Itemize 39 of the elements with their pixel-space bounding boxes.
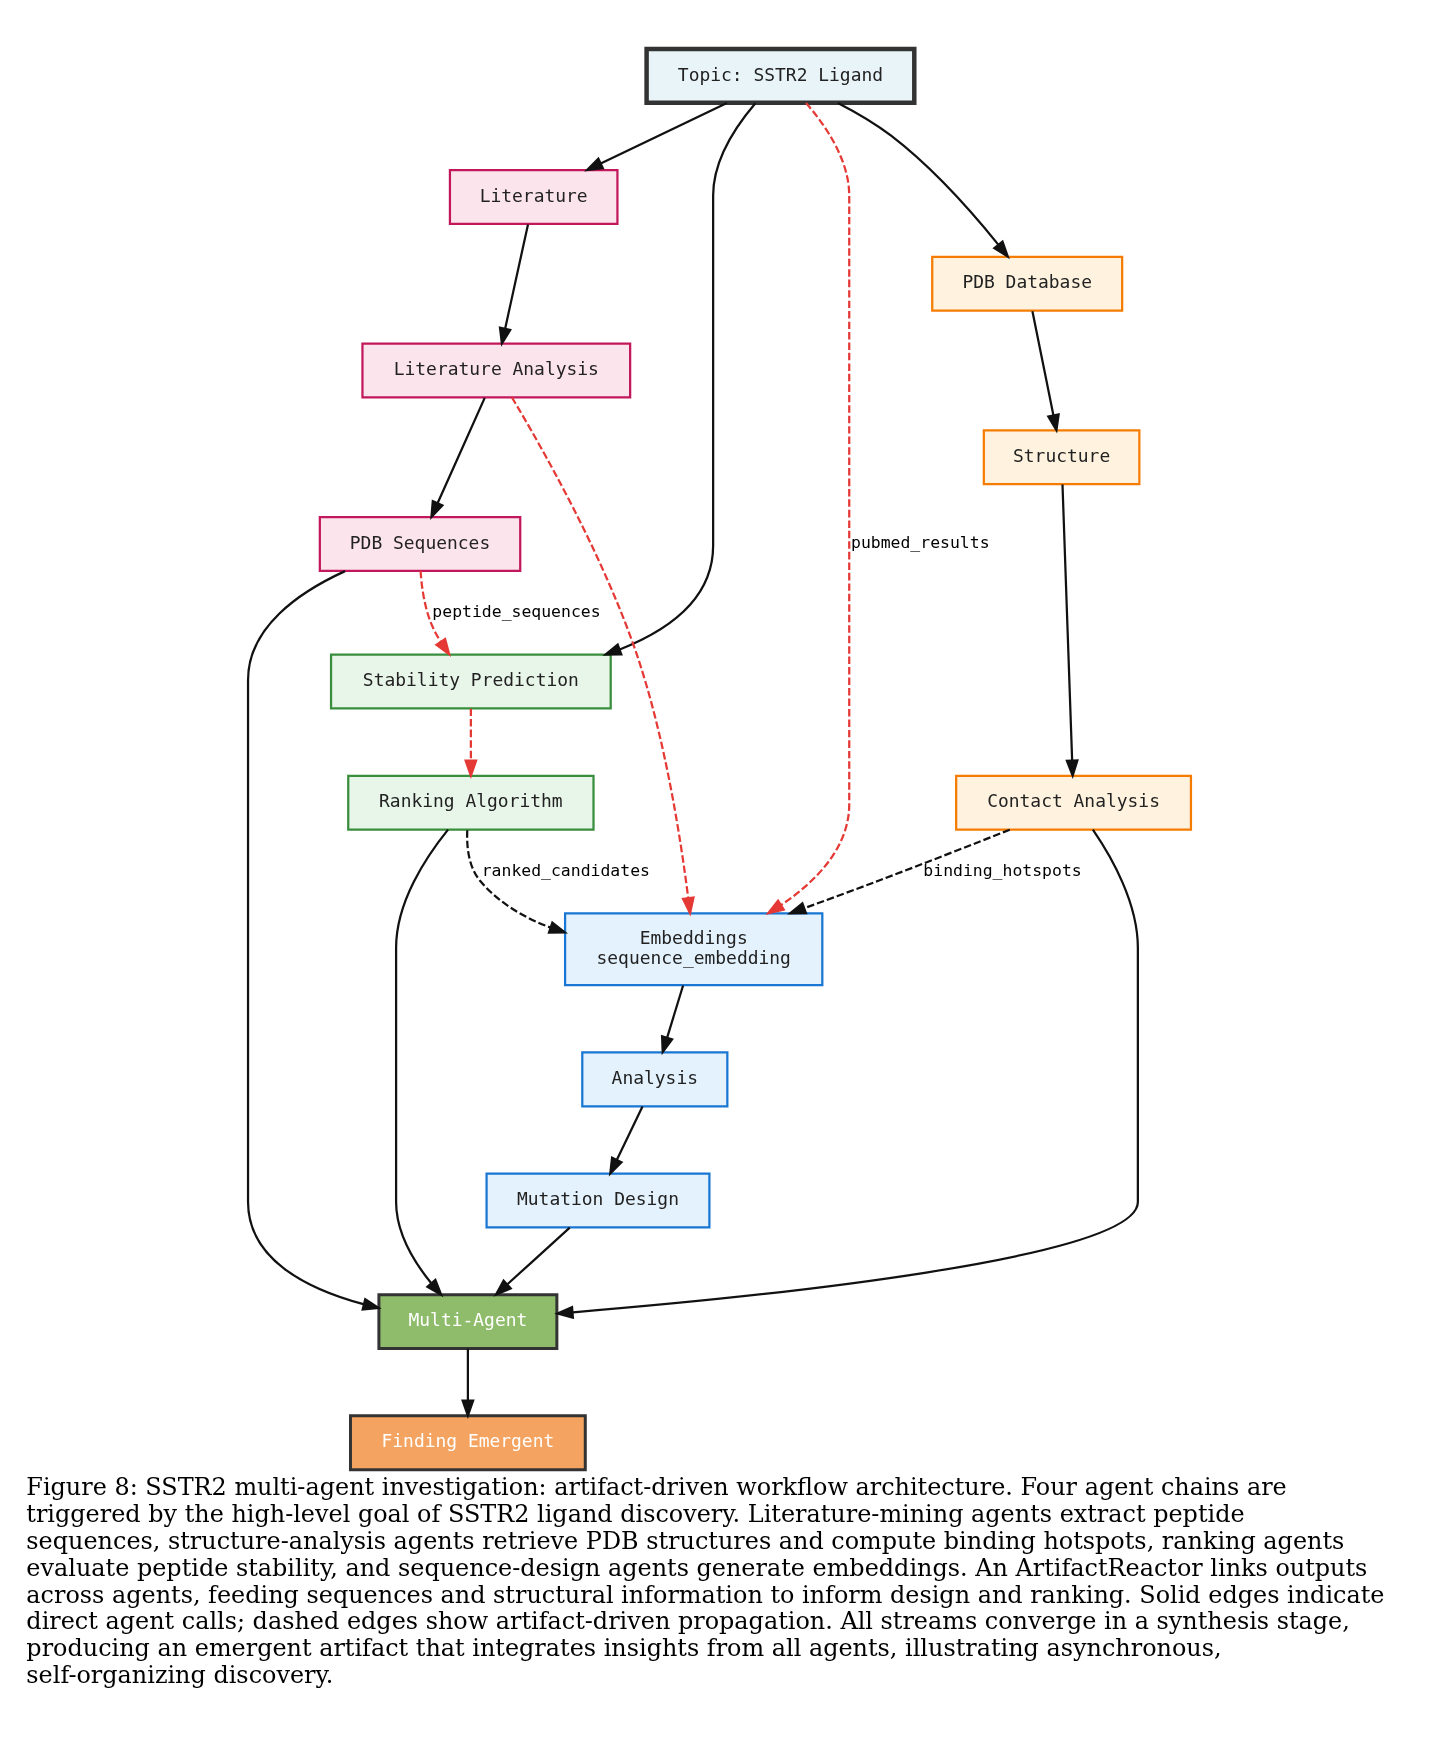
arrow [608,1105,644,1176]
arrow [1061,483,1079,779]
arrow [419,570,452,657]
arrow [395,828,449,1297]
caption: Figure 8: SSTR2 multi-agent investigation: artifact-driven workflow architecture. Four agent chains are triggered by the high-level goal of SSTR2 ligand discovery. Literature-mining agents extract peptide sequences, structure-analysis agents retrieve PDB structures and compute binding hotspots, ranking agents evaluate peptide stability, and sequence-design agents generate embeddings. An ArtifactReactor links outputs across agents, feeding sequences and structural information to inform design and ranking. Solid edges indicate direct agent calls; dashed edges show artifact-driven propagation. All streams converge in a synthesis stage, producing an emergent artifact that integrates insights from all agents, illustrating asynchronous, self-organizing discovery. [26,1472,1385,1689]
edge-label: binding_hotspots [923,860,1082,880]
arrow [765,101,851,915]
arrow [466,829,569,934]
node-box: Topic: SSTR2 Ligand [644,46,917,105]
node-box: Structure [982,428,1141,485]
node-box: Literature Analysis [361,341,632,399]
arrow [837,101,1010,259]
node-box: Embeddings sequence_embedding [563,911,824,986]
arrow [461,1348,475,1419]
node-box: Ranking Algorithm [347,774,595,831]
arrow [584,101,728,171]
node-box: Analysis [581,1050,729,1107]
edge-label: pubmed_results [850,532,990,552]
node-box: Literature [448,168,619,225]
edge-label: ranked_candidates [481,860,650,880]
arrow [498,223,530,347]
arrow [786,828,1011,914]
arrow [554,828,1139,1319]
node-box: Contact Analysis [955,774,1193,831]
node-box: Stability Prediction [329,653,612,710]
edge-label: peptide_sequences [432,601,601,621]
arrow [510,396,695,916]
node-box: Multi-Agent [377,1292,559,1350]
arrow [430,396,486,520]
node-box: Mutation Design [485,1171,711,1229]
arrow [660,984,685,1055]
arrow [602,101,757,656]
arrow [464,708,478,779]
arrow [493,1226,571,1297]
arrow [1031,310,1060,433]
node-box: Finding Emergent [349,1413,587,1471]
node-box: PDB Sequences [318,515,522,572]
node-box: PDB Database [931,255,1124,312]
arrow [246,569,382,1311]
